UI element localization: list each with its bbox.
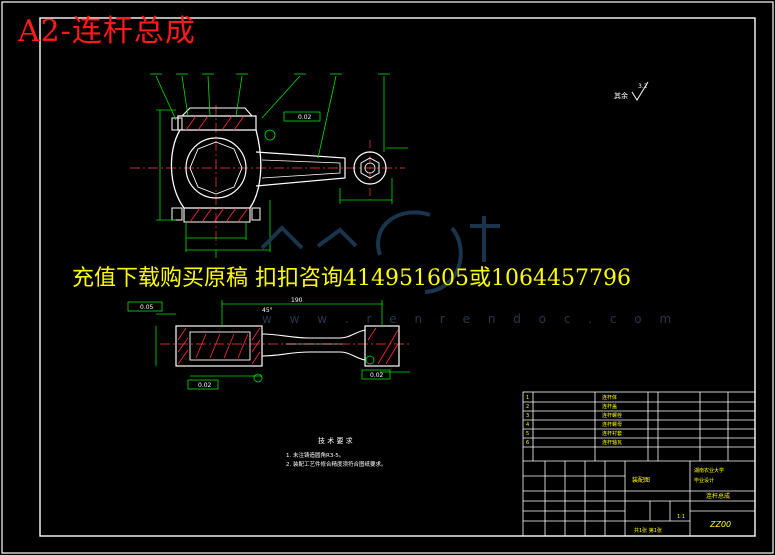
tech-note-1: 1. 未注铸造圆角R3-5。 [286, 451, 344, 459]
svg-text:1: 1 [526, 395, 529, 401]
svg-text:2: 2 [526, 404, 529, 410]
svg-text:0.02: 0.02 [298, 114, 312, 121]
svg-text:190: 190 [291, 297, 303, 304]
svg-text:连杆螺母: 连杆螺母 [602, 421, 622, 428]
drawing-title: A2-连杆总成 [18, 14, 196, 49]
svg-text:连杆体: 连杆体 [602, 394, 617, 401]
watermark-logo [260, 210, 500, 294]
tech-notes-heading: 技 术 要 求 [318, 436, 353, 445]
svg-text:连杆盖: 连杆盖 [602, 403, 617, 410]
svg-text:连杆轴瓦: 连杆轴瓦 [602, 439, 622, 446]
title-block [522, 391, 756, 537]
svg-text:3.2: 3.2 [638, 83, 648, 90]
svg-text:连杆螺栓: 连杆螺栓 [602, 412, 622, 419]
inner-frame [39, 17, 756, 537]
svg-text:共1张 第1张: 共1张 第1张 [634, 527, 662, 534]
title-block-text: 1 2 3 4 5 6 连杆体 连杆盖 连杆螺栓 连杆螺母 连杆衬套 连杆轴瓦 … [526, 394, 731, 534]
svg-text:0.02: 0.02 [370, 372, 384, 379]
svg-text:湖南农业大学: 湖南农业大学 [694, 467, 724, 474]
svg-text:45°: 45° [262, 307, 273, 314]
watermark-url: w w w . r e n r e n d o c . c o m [262, 312, 679, 326]
svg-text:5: 5 [526, 431, 529, 437]
svg-text:0.02: 0.02 [198, 382, 212, 389]
svg-text:6: 6 [526, 440, 529, 446]
roughness-symbol: 其余 3.2 [614, 81, 649, 101]
front-view: 0.02 [130, 73, 408, 258]
svg-text:连杆总成: 连杆总成 [706, 492, 730, 500]
svg-text:连杆衬套: 连杆衬套 [602, 430, 622, 437]
section-view: 190 45° 0.05 0.02 0.02 [127, 297, 410, 390]
tech-note-2: 2. 装配工艺件修合精度须符合图纸要求。 [286, 460, 387, 468]
promo-banner: 充值下载购买原稿 扣扣咨询414951605或1064457796 [72, 266, 631, 291]
svg-text:毕业设计: 毕业设计 [694, 477, 714, 484]
svg-text:3: 3 [526, 413, 529, 419]
svg-text:ZZ00: ZZ00 [709, 520, 731, 529]
svg-text:4: 4 [526, 422, 529, 428]
svg-text:装配图: 装配图 [632, 476, 650, 484]
svg-text:1:1: 1:1 [677, 514, 685, 520]
svg-text:其余: 其余 [614, 91, 628, 100]
svg-text:0.05: 0.05 [140, 304, 154, 311]
